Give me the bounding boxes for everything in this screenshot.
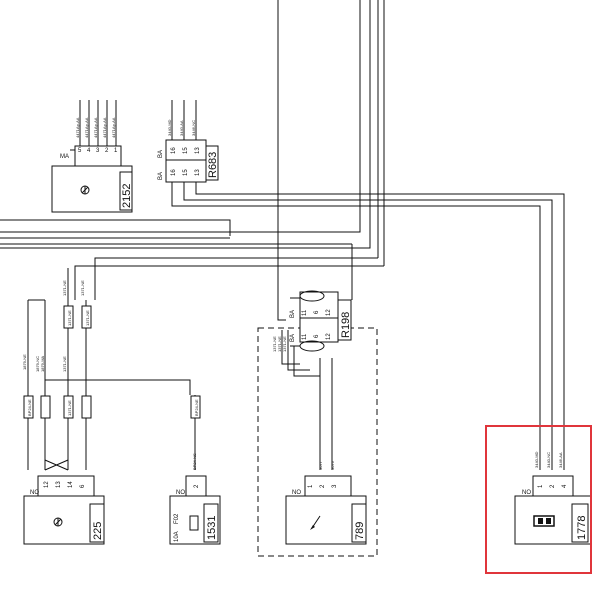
wire-label: 1371-NE [67, 400, 72, 416]
bus-lines [0, 0, 385, 300]
pin-label: 5 [78, 148, 82, 154]
pin-label: 6 [80, 484, 86, 488]
fuse [81, 395, 92, 419]
component-code: R683 [207, 152, 219, 178]
connector-label: BA [158, 172, 164, 180]
wire-label: 1371-NE [272, 336, 277, 352]
no-label: NO [292, 490, 301, 496]
component-code: 2152 [121, 184, 133, 208]
no-label: NO [30, 490, 39, 496]
component-2152: MA 5 4 3 2 1 4471Ap-AA 4471Ap-AA 4471Ap-… [51, 100, 133, 213]
fuse-icon [189, 515, 199, 531]
fuse [23, 395, 34, 419]
wire-label: 1371-NE [80, 280, 85, 296]
component-1778: 3440-MD 3440-NC 3446-AA NO 1 2 4 1778 [514, 451, 592, 545]
pin-label: 11 [302, 333, 308, 340]
wire-label: 4471Ap-AA [111, 117, 116, 138]
pin-label: 1 [308, 484, 314, 488]
pin-label: 11 [302, 309, 308, 316]
component-code: 789 [354, 522, 366, 540]
no-label: NO [522, 490, 531, 496]
sensor-icon [80, 185, 90, 195]
wire-label: 1371-NE [85, 310, 90, 326]
wire-label: 1879-NE [22, 354, 27, 370]
pin-label: 1 [114, 148, 118, 154]
wire-label: 1371-NE [62, 280, 67, 296]
pin-label: 13 [56, 481, 62, 488]
pin-label: 2 [320, 484, 326, 488]
wire-label: BP24-NE [194, 399, 199, 416]
connector-label: MA [60, 154, 69, 160]
wire-label: 1371-NE [62, 356, 67, 372]
pin-label: 1 [538, 484, 544, 488]
pin-label: 2 [105, 148, 109, 154]
wire-label: 3440-MD [534, 451, 539, 468]
wire-label: 4471Ap-AA [102, 117, 107, 138]
pin-label: 2 [194, 484, 200, 488]
pin-label: 15 [183, 169, 189, 176]
switch-icon [533, 515, 555, 527]
fuse [63, 395, 74, 419]
wire-label: 3446-NC [191, 120, 196, 136]
connector-label: BA [290, 334, 296, 342]
component-1531: NO 2 BP24-NS F02 10A 1531 [169, 453, 221, 545]
connector-label: BA [158, 150, 164, 158]
dashed-enclosure [257, 327, 378, 557]
no-label: NO [176, 490, 185, 496]
amp-label: 10A [174, 531, 180, 542]
wire-label: 3440-MD [167, 119, 172, 136]
pin-label: 4 [562, 484, 568, 488]
wire-label: 4471Ap-AA [75, 117, 80, 138]
pin-label: 4 [87, 148, 91, 154]
left-wiring: 1371-NE 1371-NE 1371-NE 1371-NE 1879-NE … [22, 268, 201, 471]
fuse [81, 305, 92, 329]
sensor-icon [53, 517, 63, 527]
wire-label: BP24-NS [192, 453, 197, 470]
pin-label: 16 [171, 147, 177, 154]
wire-label: 3076 [330, 460, 335, 470]
wire-label: 4471Ap-AA [93, 117, 98, 138]
pin-label: 3 [96, 148, 100, 154]
fuse-label: F02 [174, 513, 180, 524]
wire-label: 1371-NE [282, 336, 287, 352]
pin-label: 6 [314, 310, 320, 314]
pin-label: 16 [171, 169, 177, 176]
pin-label: 6 [314, 334, 320, 338]
component-225: NO 12 13 14 6 225 [23, 475, 105, 545]
wire-label: 3440-NC [546, 452, 551, 468]
pin-label: 15 [183, 147, 189, 154]
wire-label: 3446-AA [558, 452, 563, 468]
wire-label: 1879-MA [40, 355, 45, 372]
highlight-box [485, 425, 592, 574]
pin-label: 13 [195, 169, 201, 176]
fuse [40, 395, 51, 419]
component-code: 225 [92, 522, 104, 540]
connector-r198: R198 BA BA 11 6 12 11 6 12 1371-NE 1371-… [272, 226, 353, 470]
pin-label: 2 [550, 484, 556, 488]
component-789: NO 1 2 3 3077 3076 789 [285, 460, 367, 545]
wire-label: 1371-NE [277, 336, 282, 352]
fuse [63, 305, 74, 329]
wire-label: 1371-NE [67, 310, 72, 326]
gauge-icon [310, 515, 321, 530]
connector-label: BA [290, 310, 296, 318]
component-code: R198 [340, 312, 352, 338]
wire-label: 3440-AA [179, 120, 184, 136]
pin-label: 3 [332, 484, 338, 488]
wire-label: 4471Ap-AA [84, 117, 89, 138]
wire-label: 1879-NC [35, 356, 40, 372]
component-code: 1531 [206, 516, 218, 540]
pin-label: 12 [44, 481, 50, 488]
component-code: 1778 [576, 516, 588, 540]
pin-label: 12 [326, 309, 332, 316]
fuse [190, 395, 201, 419]
pin-label: 12 [326, 333, 332, 340]
pin-label: 14 [68, 481, 74, 488]
connector-r683: R683 BA BA 16 15 13 16 15 13 3440-MD 344… [158, 100, 565, 470]
pin-label: 13 [195, 147, 201, 154]
wire-label: BP24-NE [27, 399, 32, 416]
wire-label: 3077 [318, 460, 323, 470]
